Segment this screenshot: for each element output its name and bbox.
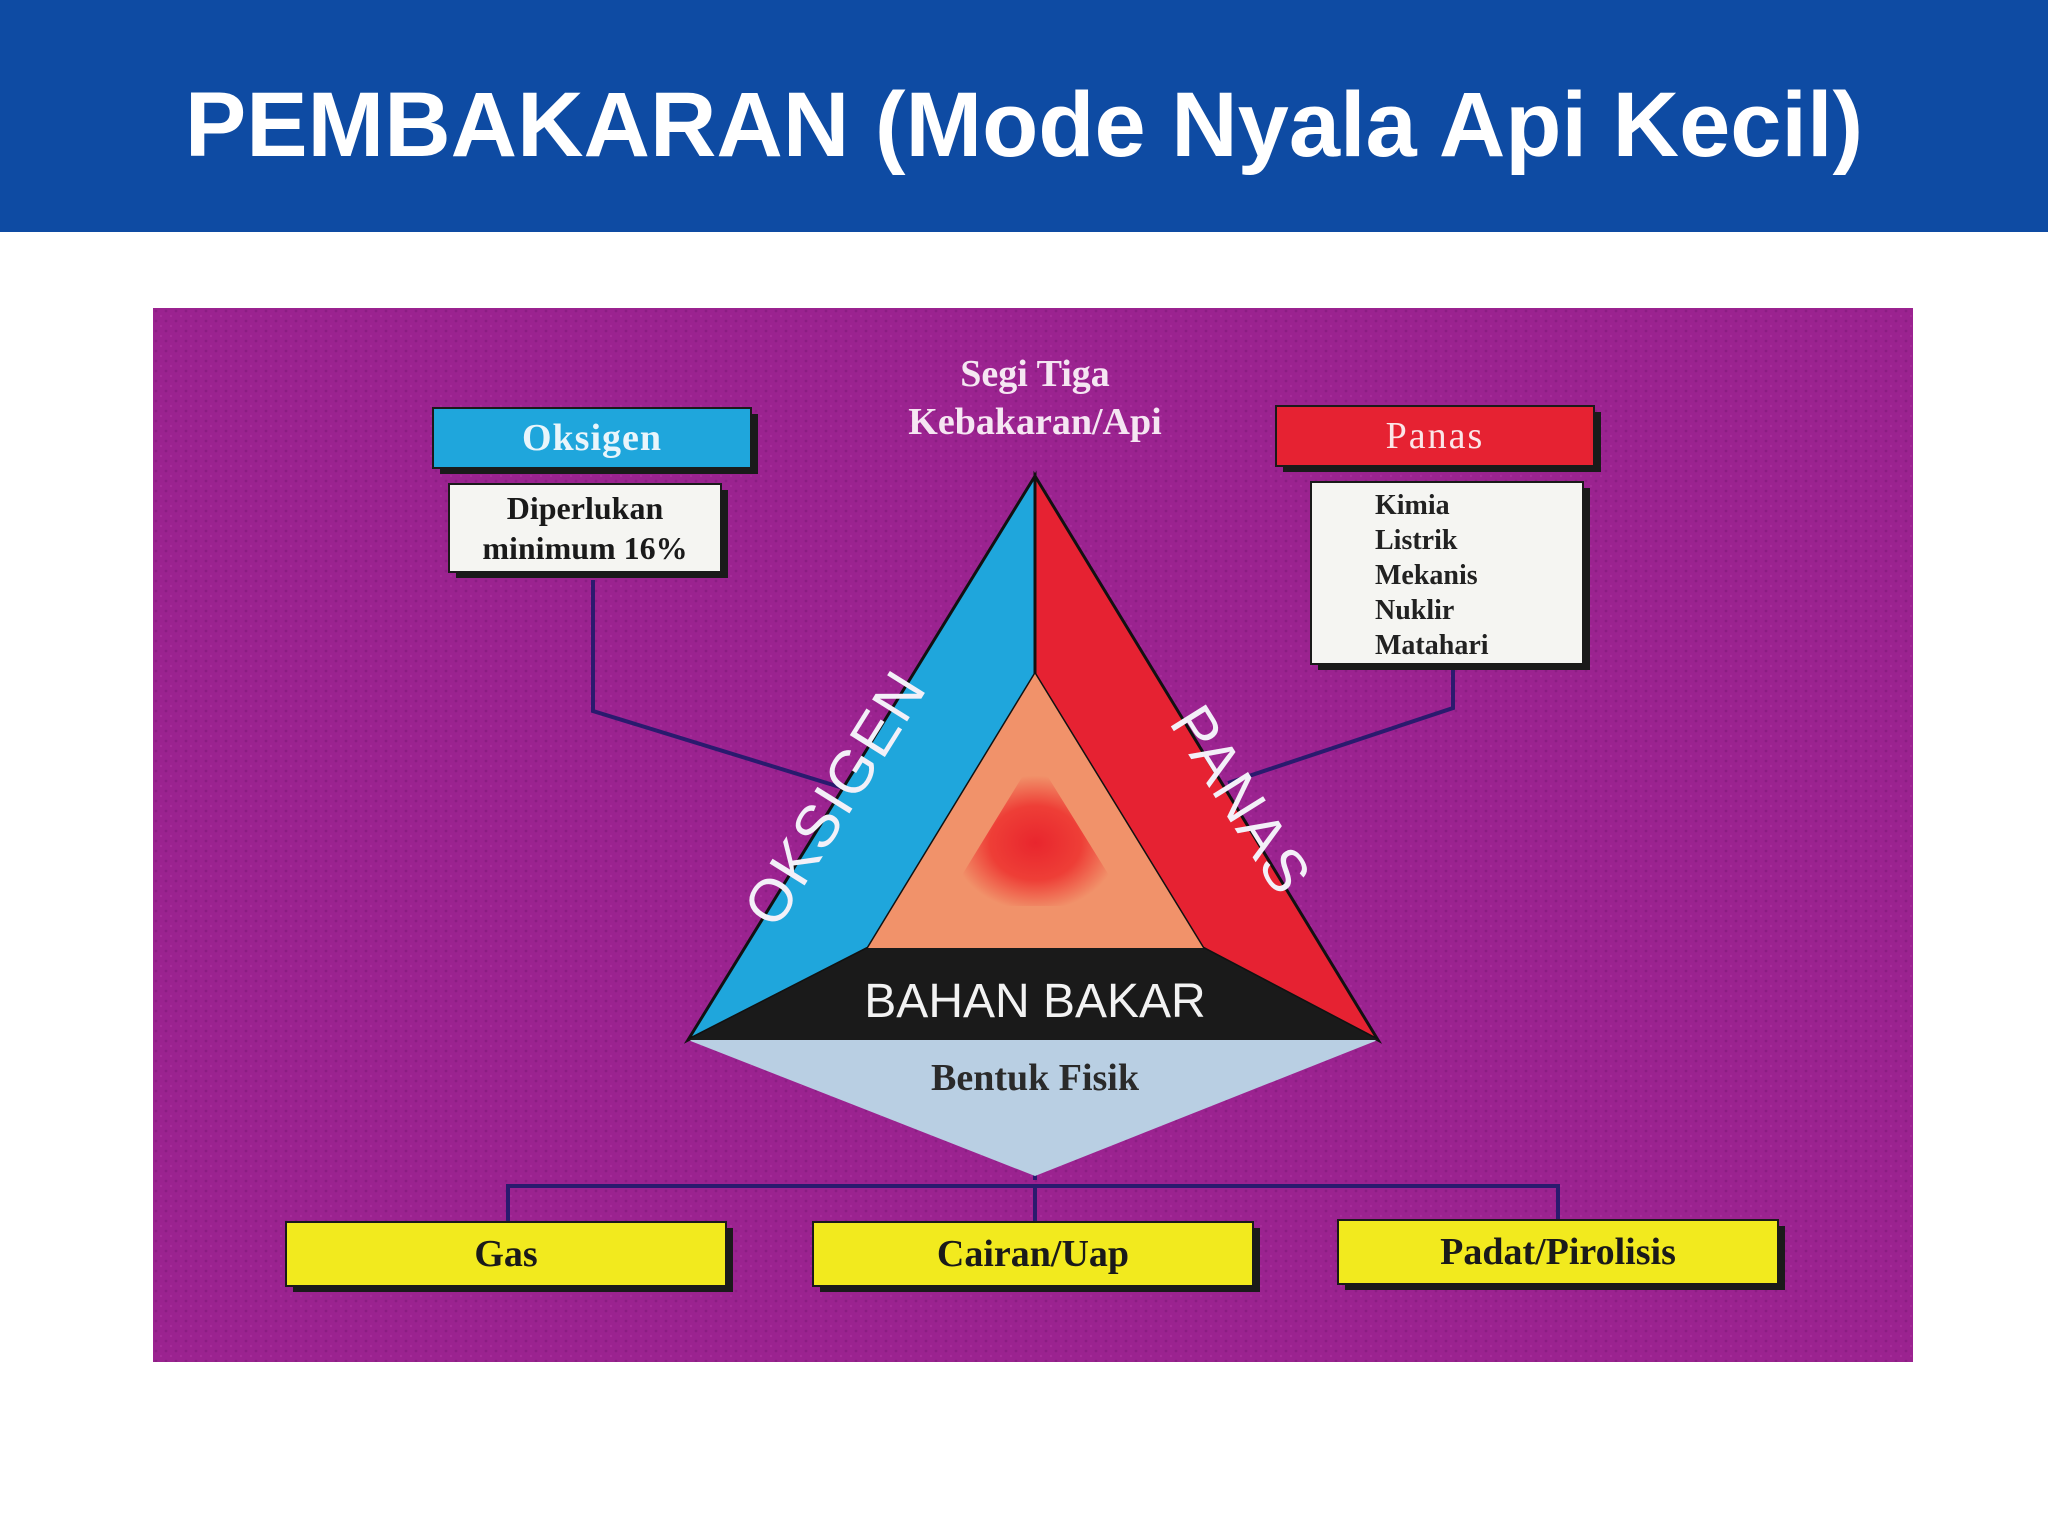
heat-source-item: Kimia [1375,490,1450,521]
heat-connector [1227,668,1455,785]
diagram-heading-line2: Kebakaran/Api [908,401,1162,443]
fuel-base [688,948,1378,1040]
oxygen-note-line1: Diperlukan [506,490,664,526]
gas-box [285,1221,727,1287]
page-title: PEMBAKARAN (Mode Nyala Api Kecil) [184,74,1864,176]
heat-list-box [1310,481,1584,665]
heat-source-item: Nuklir [1375,595,1455,626]
heat-label: Panas [1385,415,1485,457]
oxygen-label: Oksigen [521,417,663,459]
form-liquid-label: Cairan/Uap [936,1233,1130,1275]
heat-source-item: Listrik [1375,525,1458,556]
solid-box [1337,1219,1779,1285]
oxygen-connector [591,580,844,790]
oxygen-label-box [432,407,752,469]
form-gas-label: Gas [474,1233,538,1275]
diagram-heading-line1: Segi Tiga [960,353,1110,395]
liquid-box [812,1221,1254,1287]
heat-sources-list: Kimia Listrik Mekanis Nuklir Matahari [1375,488,1489,663]
physical-form-label: Bentuk Fisik [930,1057,1140,1099]
form-solid-label: Padat/Pirolisis [1440,1231,1676,1273]
heat-source-item: Matahari [1375,630,1489,661]
heat-label-box [1275,405,1595,467]
title-bar: PEMBAKARAN (Mode Nyala Api Kecil) [0,0,2048,232]
physical-form-funnel [688,1040,1378,1176]
fire-triangle-diagram: Segi Tiga Kebakaran/Api Oksigen Diperluk… [153,308,1913,1362]
diagram-graphics [153,308,1913,1362]
heat-source-item: Mekanis [1375,560,1478,591]
oxygen-note-line2: minimum 16% [482,530,688,566]
oxygen-note-box [448,483,722,573]
fuel-base-label: BAHAN BAKAR [864,975,1206,1028]
fire-core-glow [943,756,1128,906]
